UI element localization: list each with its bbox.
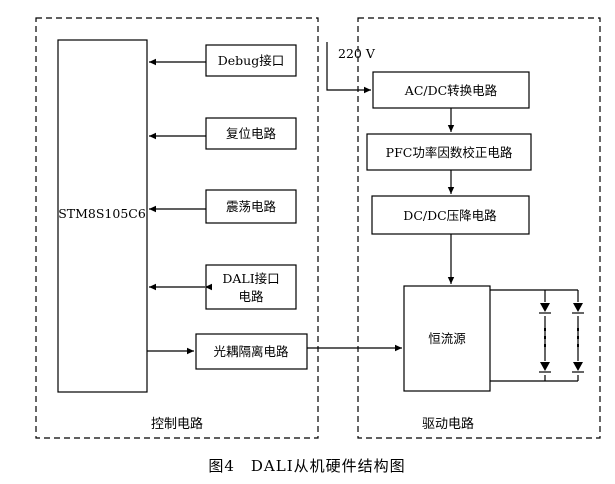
constant-current-label: 恒流源 [428, 331, 466, 346]
drive-circuit-region [357, 17, 601, 439]
led-diode-icon [539, 361, 551, 375]
input-voltage-label: 220 V [338, 46, 376, 61]
acdc-converter-block [372, 71, 530, 109]
figure-caption: 图4 DALI从机硬件结构图 [208, 457, 405, 475]
control-circuit-region [35, 17, 319, 439]
dcdc-label: DC/DC压降电路 [403, 208, 497, 223]
mcu-block [57, 39, 148, 393]
debug-interface-block [205, 44, 297, 77]
dali-interface-label-line1: DALI接口 [222, 271, 279, 286]
led-diode-icon [572, 302, 584, 316]
oscillator-circuit-label: 震荡电路 [226, 199, 277, 214]
led-string-continuation-dots [544, 328, 579, 347]
led-diode-icon [539, 302, 551, 316]
input-voltage-arrow [326, 42, 371, 94]
optocoupler-label: 光耦隔离电路 [213, 344, 289, 359]
acdc-converter-label: AC/DC转换电路 [404, 83, 498, 98]
mcu-label: STM8S105C6 [58, 206, 146, 221]
control-circuit-label: 控制电路 [151, 416, 203, 432]
led-diode-icon [572, 361, 584, 375]
pfc-block [366, 133, 532, 171]
debug-interface-label: Debug接口 [218, 53, 284, 68]
reset-circuit-label: 复位电路 [226, 126, 277, 141]
pfc-label: PFC功率因数校正电路 [386, 145, 513, 160]
reset-circuit-block [205, 117, 297, 150]
oscillator-circuit-block [205, 189, 297, 224]
drive-circuit-label: 驱动电路 [422, 416, 474, 432]
constant-current-block [403, 285, 491, 392]
optocoupler-block [195, 333, 308, 370]
dali-interface-label-line2: 电路 [238, 289, 264, 304]
led-string-network [490, 289, 579, 382]
